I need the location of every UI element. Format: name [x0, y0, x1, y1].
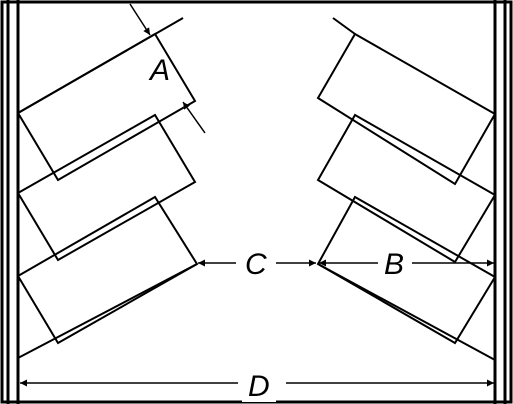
dimension-label-b: B	[384, 248, 404, 281]
dimension-d: D	[20, 368, 494, 403]
right-stall-row	[316, 17, 497, 361]
left-stall-3	[16, 195, 199, 345]
right-stall-3	[316, 195, 497, 345]
right-stall-1	[316, 32, 497, 186]
dimension-label-a: A	[148, 54, 170, 87]
left-stall-1	[16, 32, 197, 182]
left-wall	[6, 0, 20, 404]
dimension-b: B	[319, 248, 494, 281]
right-wall	[493, 0, 507, 404]
left-stall-row	[16, 17, 199, 359]
right-stall-2	[316, 113, 497, 264]
dimension-label-d: D	[248, 370, 270, 403]
left-stall-2	[16, 113, 197, 262]
dimension-a: A	[129, 3, 206, 134]
dimension-c: C	[198, 245, 316, 281]
dimension-label-c: C	[245, 248, 267, 281]
